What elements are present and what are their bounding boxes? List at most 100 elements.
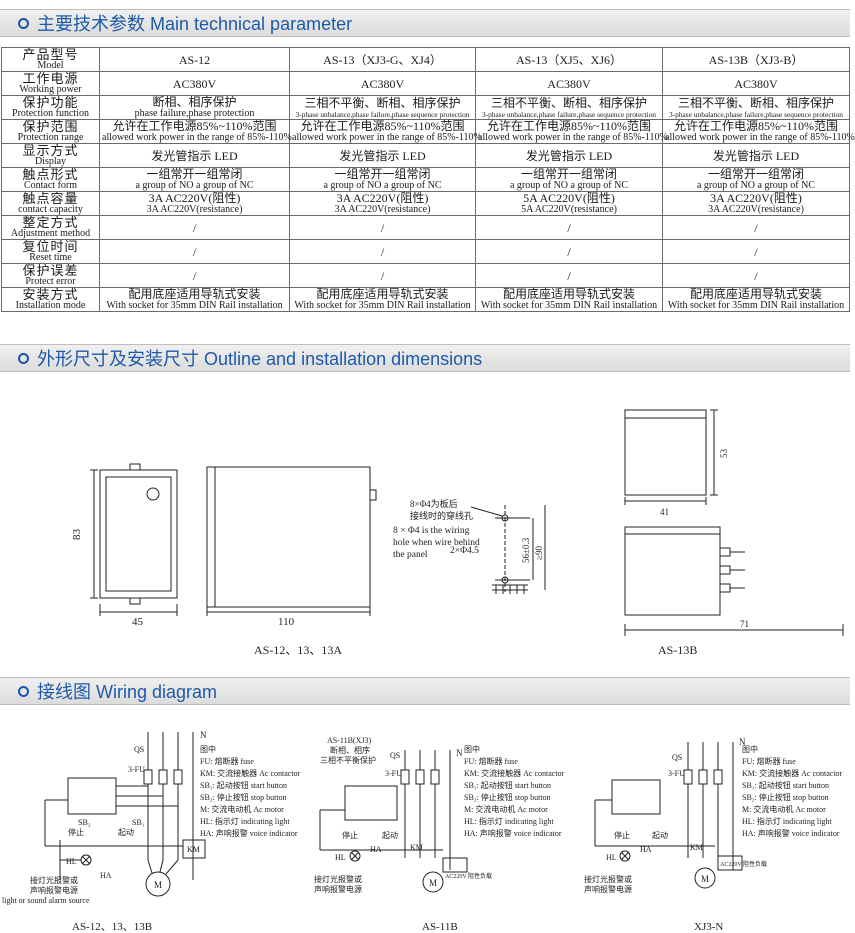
hole-note-cn-2: 接线时的穿线孔	[410, 510, 473, 521]
d1-caption: AS-12、13、13B	[72, 921, 152, 933]
d2-hl: HL	[335, 853, 346, 862]
d1-m: M	[154, 880, 162, 890]
legend-line: FU: 熔断器 fuse	[464, 756, 518, 766]
legend-line: FU: 熔断器 fuse	[742, 756, 796, 766]
row-header-zh: 保护功能	[22, 95, 79, 110]
value-main: /	[192, 244, 197, 259]
d2-km: KM	[410, 843, 423, 852]
row-header-en: Working power	[19, 84, 82, 95]
outline-front-view	[90, 463, 178, 616]
d3-qs: QS	[672, 753, 682, 762]
d2-head-1: AS-11B(XJ3)	[327, 736, 371, 745]
value-cell: /	[662, 263, 850, 288]
row-header-zh: 复位时间	[22, 239, 79, 254]
value-cell: 发光管指示 LED	[289, 143, 476, 168]
d2-note-2: 声响报警电源	[314, 884, 362, 894]
value-sub: With socket for 35mm DIN Rail installati…	[106, 300, 283, 311]
value-cell: AC380V	[475, 71, 663, 96]
d3-fu: 3-FU	[668, 769, 685, 778]
value-cell: 发光管指示 LED	[99, 143, 290, 168]
wiring-diagram-as11b	[319, 750, 468, 893]
dim-45-label: 45	[132, 616, 144, 628]
value-main: 5A AC220V(阻性)	[523, 191, 615, 205]
legend-line: M: 交流电动机 Ac motor	[742, 804, 826, 814]
value-main: /	[754, 268, 758, 283]
row-header-zh: 显示方式	[22, 143, 79, 158]
mounting-hole-drawing	[470, 505, 546, 594]
d1-km: KM	[187, 845, 200, 854]
row-header-zh: 产品型号	[22, 47, 79, 62]
outline-caption-right: AS-13B	[658, 643, 697, 657]
value-main: 三相不平衡、断相、相序保护	[304, 95, 461, 110]
d2-fu: 3-FU	[385, 769, 402, 778]
legend-line: HL: 指示灯 indicating light	[464, 816, 554, 826]
as13b-top-view	[624, 409, 718, 505]
d2-ha: HA	[370, 845, 382, 854]
model-name: AS-13（XJ3-G、XJ4）	[323, 52, 442, 67]
dim-41-label: 41	[660, 507, 669, 517]
row-header-zh: 工作电源	[22, 71, 79, 86]
dim-71-label: 71	[740, 619, 749, 629]
value-sub: allowed work power in the range of 85%-1…	[665, 132, 855, 143]
legend-line: 图中	[742, 744, 758, 754]
value-main: 3A AC220V(阻性)	[710, 191, 802, 205]
params-section-title: 主要技术参数 Main technical parameter	[37, 14, 353, 34]
d3-note-1: 接灯光报警或	[584, 874, 632, 884]
row-header-zh: 保护范围	[22, 119, 79, 134]
legend-line: SB₁: 起动按钮 start button	[742, 780, 829, 790]
model-cell: AS-12	[99, 47, 290, 72]
value-sub: 3-phase unbalance,phase failure,phase se…	[295, 109, 470, 119]
value-main: 一组常开一组常闭	[520, 167, 617, 181]
wiring-diagram-xj3n	[594, 742, 743, 889]
d2-n: N	[456, 748, 463, 758]
value-cell: 3A AC220V(阻性)3A AC220V(resistance)	[662, 191, 850, 216]
d3-legend: 图中 FU: 熔断器 fuse KM: 交流接触器 Ac contactor S…	[742, 744, 843, 838]
outline-section-title: 外形尺寸及安装尺寸 Outline and installation dimen…	[37, 349, 483, 369]
d1-sb1: SB₁	[132, 818, 145, 827]
d3-caption: XJ3-N	[694, 921, 723, 933]
outline-caption-left: AS-12、13、13A	[254, 643, 342, 657]
d2-note-1: 接灯光报警或	[314, 874, 362, 884]
circle-bullet-icon	[18, 352, 29, 364]
value-cell: 3A AC220V(阻性)3A AC220V(resistance)	[289, 191, 476, 216]
model-cell: AS-13（XJ3-G、XJ4）	[289, 47, 476, 72]
hole-note-en-1: 8 × Φ4 is the wiring	[393, 526, 470, 536]
hole-note-en-2: hole when wire behind	[393, 538, 480, 548]
value-main: 允许在工作电源85%~110%范围	[300, 119, 465, 133]
value-cell: /	[475, 239, 663, 264]
value-main: 发光管指示 LED	[525, 148, 613, 163]
row-header-zh: 保护误差	[22, 263, 79, 278]
value-main: 配用底座适用导轨式安装	[689, 287, 822, 301]
row-header-en: Protection function	[12, 108, 89, 119]
hole-note-2x: 2×Φ4.5	[450, 546, 479, 556]
model-name: AS-13（XJ5、XJ6）	[515, 52, 622, 67]
value-sub: 3A AC220V(resistance)	[146, 204, 243, 215]
circle-bullet-icon	[18, 685, 29, 697]
value-sub: With socket for 35mm DIN Rail installati…	[480, 300, 658, 311]
d1-note-3: light or sound alarm source	[2, 896, 90, 905]
d2-qs: QS	[390, 751, 400, 760]
row-header-en: Installation mode	[15, 300, 86, 311]
value-main: /	[192, 220, 197, 235]
value-sub: 3A AC220V(resistance)	[334, 204, 431, 215]
row-header-en: Reset time	[29, 252, 72, 263]
value-main: 一组常开一组常闭	[707, 167, 804, 181]
value-cell: /	[662, 239, 850, 264]
wiring-section-title: 接线图 Wiring diagram	[37, 682, 218, 702]
legend-line: HL: 指示灯 indicating light	[200, 816, 290, 826]
model-name: AS-12	[178, 52, 211, 67]
legend-line: KM: 交流接触器 Ac contactor	[742, 768, 843, 778]
